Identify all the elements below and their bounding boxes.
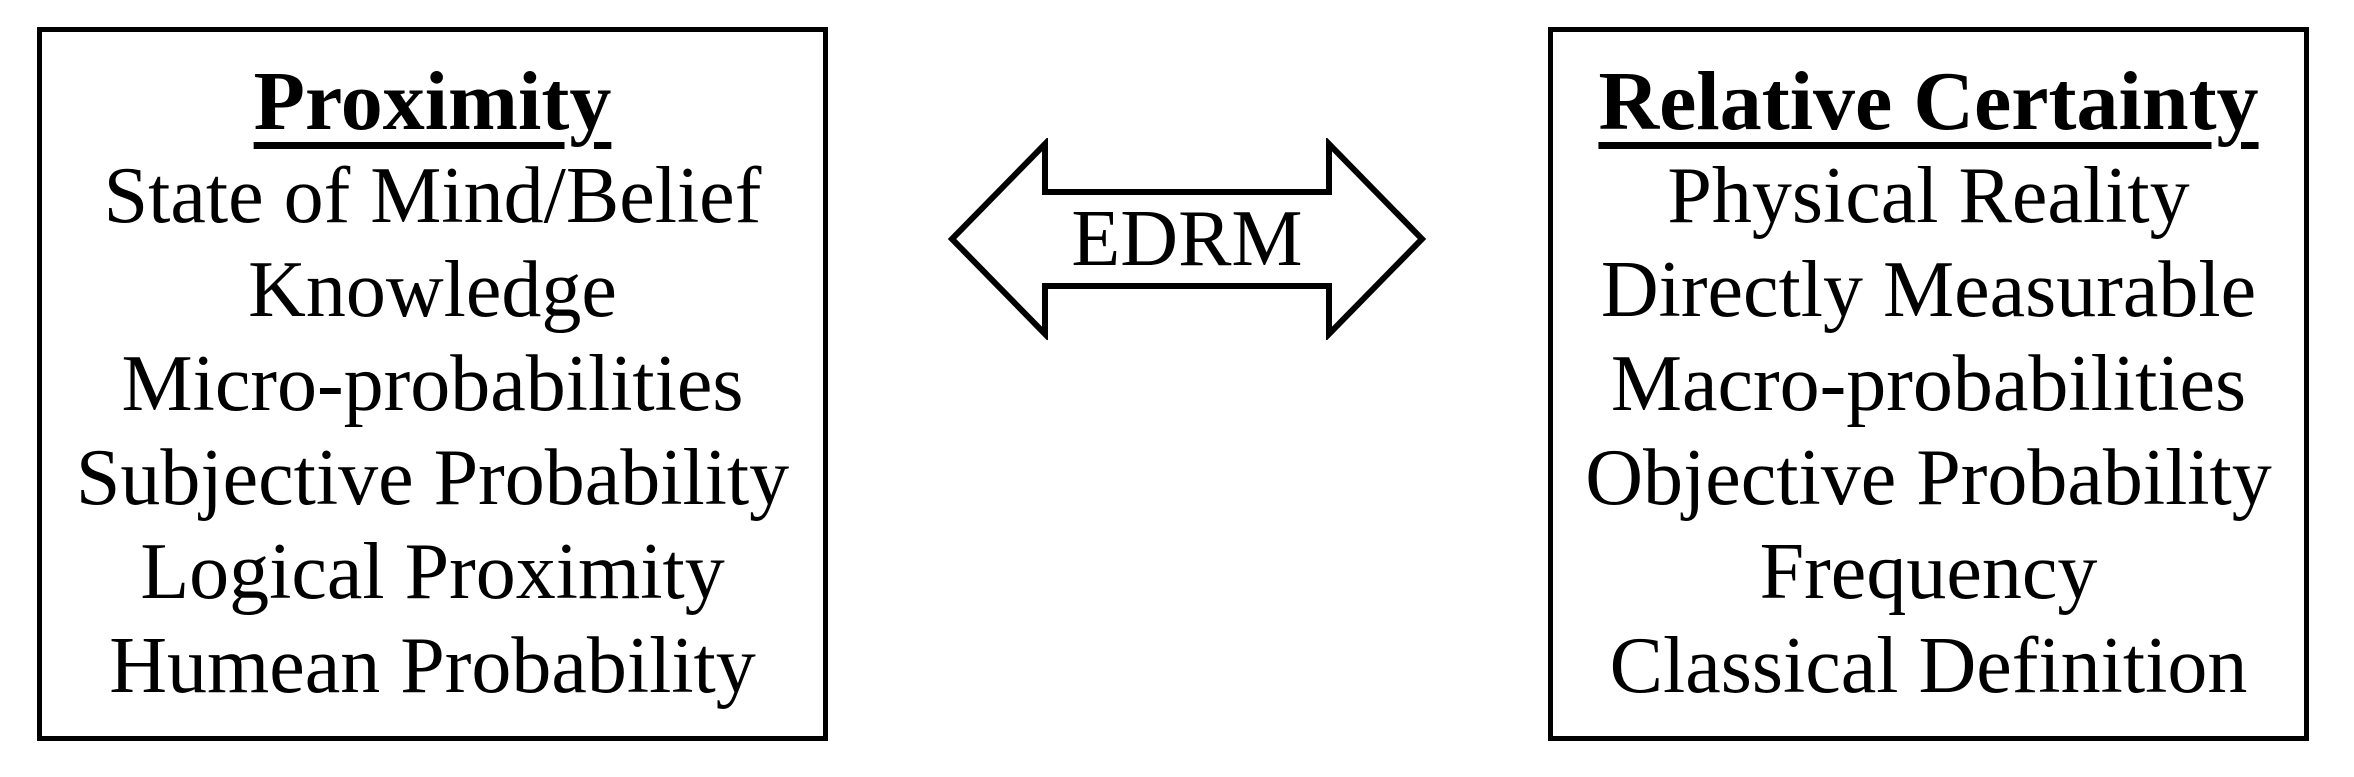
relative-certainty-item: Classical Definition [1609, 622, 2248, 710]
bidirectional-arrow-icon [947, 138, 1427, 340]
relative-certainty-item: Objective Probability [1585, 434, 2272, 522]
relative-certainty-item: Macro-probabilities [1610, 340, 2247, 428]
proximity-item: Knowledge [248, 246, 617, 334]
proximity-box: Proximity State of Mind/Belief Knowledge… [37, 27, 828, 741]
relative-certainty-item: Directly Measurable [1600, 246, 2257, 334]
proximity-item: Micro-probabilities [121, 340, 744, 428]
proximity-box-title: Proximity [253, 55, 612, 148]
relative-certainty-item: Frequency [1759, 528, 2098, 616]
relative-certainty-box-title: Relative Certainty [1598, 55, 2259, 148]
proximity-item: Subjective Probability [75, 434, 790, 522]
proximity-item: Humean Probability [109, 622, 756, 710]
proximity-item: Logical Proximity [140, 528, 725, 616]
proximity-item: State of Mind/Belief [103, 152, 762, 240]
relative-certainty-box: Relative Certainty Physical Reality Dire… [1548, 27, 2309, 741]
relative-certainty-item: Physical Reality [1667, 152, 2190, 240]
arrow-label: EDRM [1071, 195, 1303, 283]
